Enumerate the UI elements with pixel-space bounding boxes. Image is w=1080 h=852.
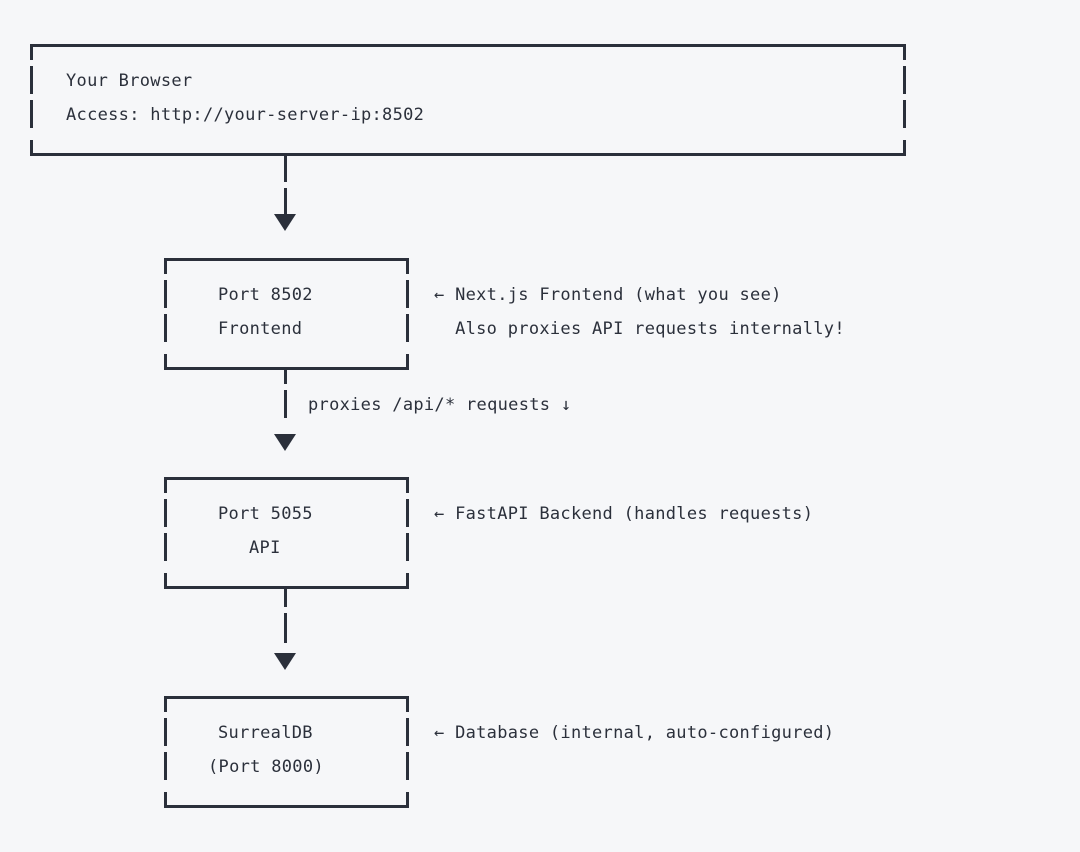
database-annotation-line-1: ← Database (internal, auto-configured) <box>434 723 835 743</box>
browser-box-right-pipe-1 <box>903 66 906 94</box>
browser-box-left-pipe-1 <box>30 66 33 94</box>
connector-3-arrowhead-icon <box>274 653 296 670</box>
browser-label-line-1: Your Browser <box>66 71 193 91</box>
connector-1-arrowhead-icon <box>274 214 296 231</box>
browser-box-left-pipe-2 <box>30 100 33 128</box>
frontend-box-left-pipe-1 <box>164 280 167 308</box>
api-box-corner-bl <box>164 573 167 589</box>
frontend-box-corner-br <box>406 354 409 370</box>
api-box-corner-tl <box>164 477 167 493</box>
frontend-role-label: Frontend <box>218 319 303 339</box>
database-box-left-pipe-2 <box>164 752 167 780</box>
browser-box-corner-tl <box>30 44 33 60</box>
connector-1-stem-segment-2 <box>284 188 287 214</box>
api-port-label: Port 5055 <box>218 504 313 524</box>
database-port-label: (Port 8000) <box>208 757 324 777</box>
browser-box-corner-br <box>903 140 906 156</box>
api-box-left-pipe-1 <box>164 499 167 527</box>
browser-box-top-border <box>30 44 906 47</box>
frontend-box-corner-tl <box>164 258 167 274</box>
frontend-port-label: Port 8502 <box>218 285 313 305</box>
database-box-right-pipe-2 <box>406 752 409 780</box>
database-box-corner-bl <box>164 792 167 808</box>
frontend-box-right-pipe-1 <box>406 280 409 308</box>
api-box-right-pipe-1 <box>406 499 409 527</box>
connector-1-stem-segment-1 <box>284 156 287 182</box>
frontend-box-top-border <box>164 258 409 261</box>
api-box-bottom-border <box>164 586 409 589</box>
database-box-corner-tr <box>406 696 409 712</box>
connector-2-label: proxies /api/* requests ↓ <box>308 395 572 415</box>
connector-3-stem-segment-2 <box>284 613 287 643</box>
frontend-box-right-pipe-2 <box>406 314 409 342</box>
connector-2-stem-segment-1 <box>284 370 287 384</box>
frontend-annotation-line-1: ← Next.js Frontend (what you see) <box>434 285 782 305</box>
api-box-top-border <box>164 477 409 480</box>
database-box-top-border <box>164 696 409 699</box>
api-box-right-pipe-2 <box>406 533 409 561</box>
connector-2-stem-segment-2 <box>284 390 287 418</box>
browser-box-corner-tr <box>903 44 906 60</box>
database-box-left-pipe-1 <box>164 718 167 746</box>
database-name-label: SurrealDB <box>218 723 313 743</box>
browser-box-bottom-border <box>30 153 906 156</box>
api-annotation-line-1: ← FastAPI Backend (handles requests) <box>434 504 814 524</box>
frontend-annotation-line-2: Also proxies API requests internally! <box>434 319 845 339</box>
api-box-corner-tr <box>406 477 409 493</box>
frontend-box-corner-tr <box>406 258 409 274</box>
connector-3-stem-segment-1 <box>284 589 287 607</box>
api-box-left-pipe-2 <box>164 533 167 561</box>
api-box-corner-br <box>406 573 409 589</box>
frontend-box-corner-bl <box>164 354 167 370</box>
browser-box-right-pipe-2 <box>903 100 906 128</box>
frontend-box-bottom-border <box>164 367 409 370</box>
browser-box-corner-bl <box>30 140 33 156</box>
database-box-bottom-border <box>164 805 409 808</box>
api-role-label: API <box>249 538 281 558</box>
browser-access-url: Access: http://your-server-ip:8502 <box>66 105 425 125</box>
database-box-corner-tl <box>164 696 167 712</box>
database-box-corner-br <box>406 792 409 808</box>
connector-2-arrowhead-icon <box>274 434 296 451</box>
frontend-box-left-pipe-2 <box>164 314 167 342</box>
database-box-right-pipe-1 <box>406 718 409 746</box>
